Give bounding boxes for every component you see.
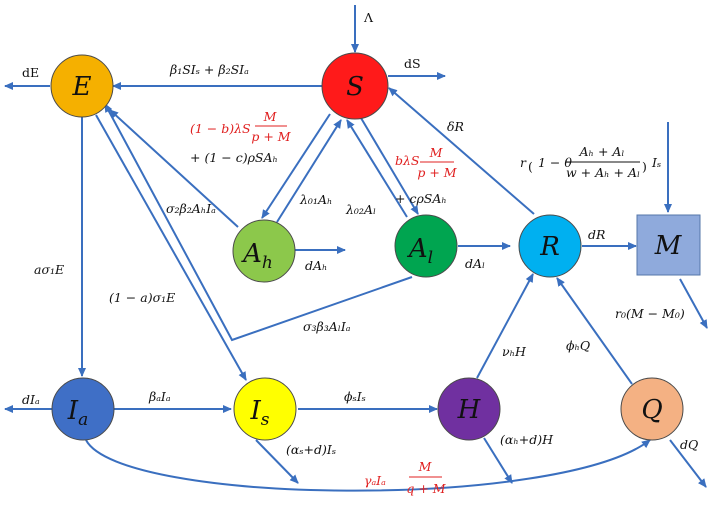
label-ah-incidence-black: + (1 − c)ρSAₕ (190, 150, 278, 165)
compartment-ah (232, 219, 296, 283)
label-sigma2: σ₂β₂AₕIₐ (166, 201, 216, 216)
arrow-ia-to-q (85, 439, 651, 492)
svg-text:): ) (642, 159, 647, 174)
arrow-al-to-e (104, 103, 413, 342)
arrow-r-to-s (388, 87, 535, 215)
label-lambda: Λ (363, 10, 374, 25)
label-alpha-h: (αₕ+d)H (500, 432, 554, 447)
label-theta-den: w + Aₕ + Aₗ (566, 165, 640, 180)
arrow-q-to-r (556, 277, 633, 385)
label-al-frac-den: p + M (417, 165, 457, 180)
svg-text:(: ( (528, 159, 533, 174)
svg-text:r: r (520, 155, 527, 170)
label-al-incidence-black: + cρSAₕ (395, 191, 447, 206)
label-dia: dIₐ (22, 392, 40, 407)
label-dq: dQ (680, 437, 698, 452)
label-theta-num: Aₕ + Aₗ (579, 144, 625, 159)
arrow-h-out (483, 437, 513, 484)
label-al-incidence-red: bλS (395, 153, 420, 168)
label-phi-s: ϕₛIₛ (344, 389, 366, 404)
label-ds: dS (404, 56, 421, 71)
compartment-r-label: R (539, 232, 560, 262)
label-ah-incidence-red: (1 − b)λS (190, 121, 251, 136)
arrow-is-out (255, 439, 299, 484)
arrow-s-to-al (360, 117, 419, 215)
label-beta-a: βₐIₐ (148, 389, 171, 404)
label-phi-h: ϕₕQ (566, 338, 590, 353)
arrow-ah-to-e (109, 109, 239, 228)
arrow-dq (669, 439, 707, 488)
arrow-al-to-s (346, 119, 408, 218)
compartment-r (518, 214, 582, 278)
svg-text:Iₛ: Iₛ (651, 155, 661, 170)
label-nu-h: νₕH (502, 344, 527, 359)
compartment-h (437, 377, 501, 441)
compartment-m-label: M (654, 231, 683, 261)
label-dal: dAₗ (465, 256, 485, 271)
compartment-s (321, 52, 389, 120)
compartment-e-label: E (72, 72, 92, 102)
compartment-e (50, 54, 114, 118)
compartment-q-label: Q (641, 395, 662, 425)
label-ah-frac-num: M (263, 109, 278, 124)
label-lambda01: λ₀₁Aₕ (299, 192, 332, 207)
label-gamma-frac-den: q + M (406, 481, 446, 496)
compartment-ia (51, 377, 115, 441)
label-dr: dR (588, 227, 605, 242)
label-al-frac-num: M (429, 145, 444, 160)
arrow-s-to-ah (261, 113, 331, 219)
label-alpha-s: (αₛ+d)Iₛ (286, 442, 336, 457)
label-lambda02: λ₀₂Aₗ (345, 202, 376, 217)
label-a-sigma: aσ₁E (34, 262, 64, 277)
arrow-m-out (679, 278, 708, 329)
label-one-minus-a-sigma: (1 − a)σ₁E (109, 290, 175, 305)
label-beta-infection: β₁SIₛ + β₂SIₐ (169, 62, 249, 77)
svg-text:1 − θ: 1 − θ (538, 155, 572, 170)
label-sigma3: σ₃β₃AₗIₐ (303, 319, 351, 334)
label-delta-r: δR (447, 119, 464, 134)
compartment-s-label: S (346, 72, 364, 102)
arrow-ah-to-s (276, 119, 342, 223)
label-de: dE (22, 65, 39, 80)
label-ah-frac-den: p + M (251, 129, 291, 144)
label-gamma-frac-num: M (418, 459, 433, 474)
label-m-intake: r ( 1 − θ Aₕ + Aₗ w + Aₕ + Aₗ ) Iₛ (520, 144, 661, 180)
compartment-m (636, 214, 701, 276)
label-r0: r₀(M − M₀) (615, 306, 685, 321)
arrow-e-to-is (95, 114, 247, 381)
compartment-q (620, 377, 684, 441)
compartment-is (233, 377, 297, 441)
label-dah: dAₕ (305, 258, 327, 273)
compartment-h-label: H (457, 395, 482, 425)
compartment-al (394, 214, 458, 278)
arrow-h-to-r (476, 273, 534, 379)
label-gamma-red: γₐIₐ (364, 473, 386, 488)
